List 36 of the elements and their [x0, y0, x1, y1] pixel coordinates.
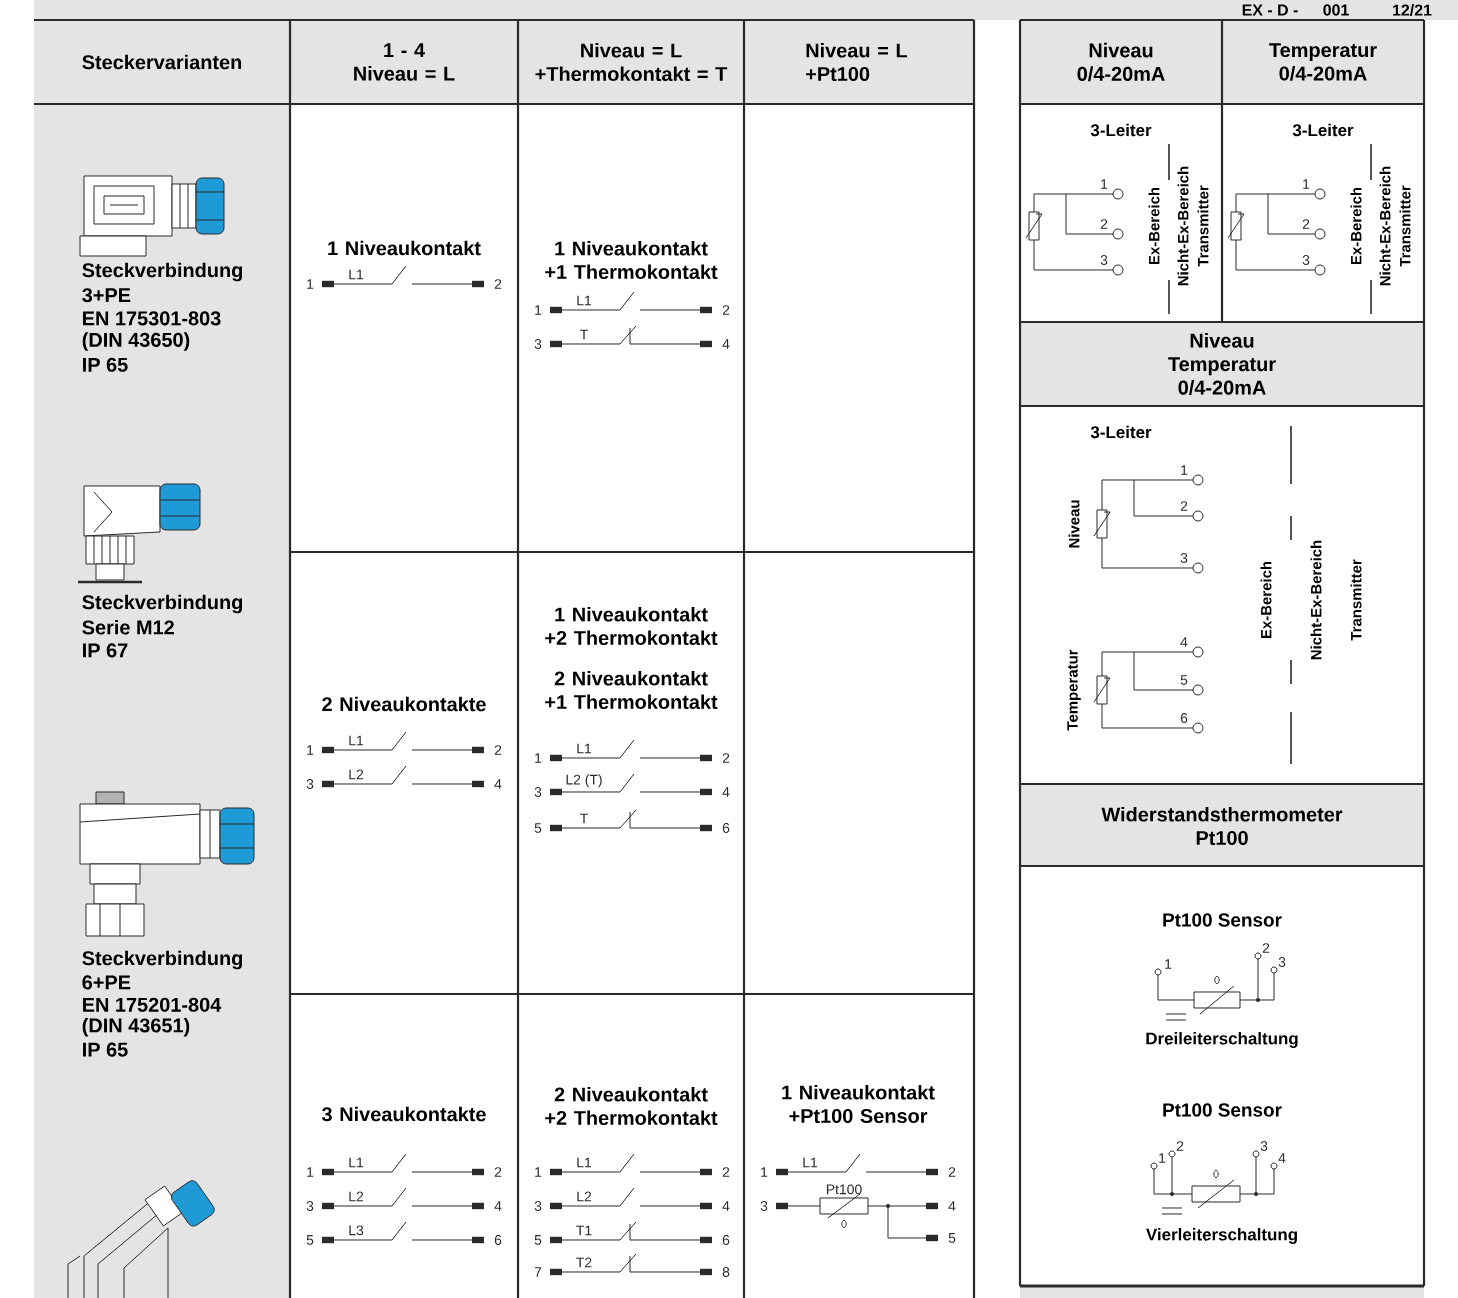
connector-description: (DIN 43650)	[82, 332, 190, 351]
sensor-title: Pt100 Sensor	[1163, 1103, 1282, 1117]
sensor-title: Pt100 Sensor	[1163, 913, 1282, 927]
circuit-caption: Vierleiterschaltung	[1146, 1228, 1297, 1244]
column-header: 1 - 4 Niveau = L	[290, 20, 518, 104]
connector-description: EN 175301-803	[83, 311, 221, 326]
circuit-title: 2 Niveaukontakte	[322, 696, 486, 712]
connector-description: Serie M12	[82, 619, 174, 635]
column-header: Niveau = L +Pt100	[744, 20, 974, 104]
circuit-title: 2 Niveaukontakt +1 Thermokontakt	[545, 670, 718, 710]
column-header: Niveau 0/4-20mA	[1020, 20, 1222, 104]
connector-description: IP 67	[83, 643, 128, 658]
connector-description: 3+PE	[82, 288, 131, 303]
circuit-title: 1 Niveaukontakt +1 Thermokontakt	[545, 240, 718, 280]
column-header: Niveau = L +Thermokontakt = T	[518, 20, 744, 104]
circuit-title: 1 Niveaukontakt	[328, 240, 481, 256]
circuit-title: 1 Niveaukontakt +Pt100 Sensor	[782, 1084, 935, 1124]
connector-description: EN 175201-804	[83, 997, 222, 1012]
circuit-title: 2 Niveaukontakt +2 Thermokontakt	[545, 1086, 718, 1126]
connector-description: 6+PE	[82, 975, 131, 990]
column-header: Temperatur 0/4-20mA	[1222, 20, 1424, 104]
column-header: Steckervarianten	[34, 20, 290, 104]
wiring-type: 3-Leiter	[1292, 123, 1354, 137]
connector-description: Steckverbindung	[82, 594, 243, 614]
connector-description: IP 65	[83, 1042, 128, 1057]
wiring-type: 3-Leiter	[1090, 123, 1152, 137]
circuit-title: 3 Niveaukontakte	[322, 1106, 486, 1122]
connector-description: Steckverbindung	[82, 950, 243, 970]
section-header: Niveau Temperatur 0/4-20mA	[1020, 322, 1424, 406]
circuit-caption: Dreileiterschaltung	[1146, 1032, 1298, 1048]
circuit-title: 1 Niveaukontakt +2 Thermokontakt	[545, 606, 718, 646]
connector-description: (DIN 43651)	[82, 1017, 190, 1037]
wiring-type: 3-Leiter	[1090, 425, 1152, 439]
connector-description: IP 65	[83, 357, 128, 372]
connector-description: Steckverbindung	[82, 262, 243, 282]
section-header: Widerstandsthermometer Pt100	[1020, 784, 1424, 866]
